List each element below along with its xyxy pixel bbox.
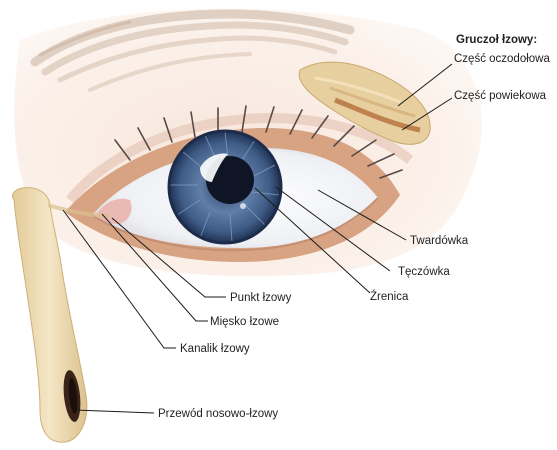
label-zrenica: Źrenica [370, 290, 409, 303]
eye-highlight-small [240, 203, 246, 209]
label-punkt-lzowy: Punkt łzowy [230, 292, 292, 304]
label-czesc-oczodolowa: Część oczodołowa [454, 53, 550, 65]
label-przewod-nosowo-lzowy: Przewód nosowo-łzowy [158, 408, 278, 420]
label-czesc-powiekowa: Część powiekowa [454, 90, 547, 102]
label-gruczol-lzowy: Gruczoł łzowy: [456, 34, 537, 46]
label-twardowka: Twardówka [410, 235, 469, 247]
label-kanalik-lzowy: Kanalik łzowy [180, 343, 250, 355]
label-teczowka: Tęczówka [398, 266, 450, 278]
label-miesko-lzowe: Mięsko łzowe [210, 316, 279, 328]
